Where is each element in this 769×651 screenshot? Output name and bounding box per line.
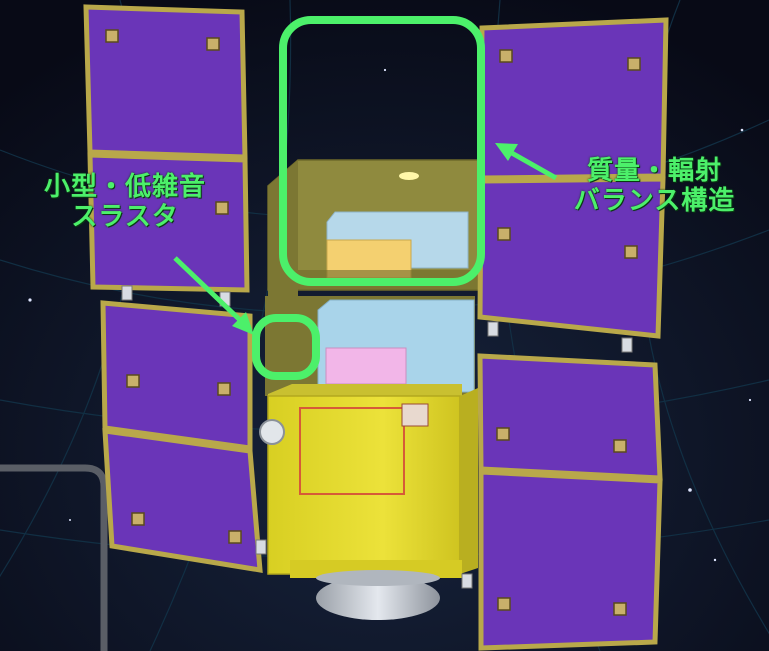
balance-structure-highlight xyxy=(279,16,485,286)
thruster-label-line1: 小型・低雑音 xyxy=(43,172,206,202)
right-panel-mounts xyxy=(496,49,641,616)
bus-body xyxy=(259,296,478,620)
stars xyxy=(28,68,752,562)
radiator-panel xyxy=(299,407,405,495)
balance-structure-arrow xyxy=(495,143,558,181)
balance-structure-label-line2: バランス構造 xyxy=(573,186,736,216)
right-solar-array xyxy=(477,17,669,651)
panel-hinges xyxy=(121,285,633,589)
thruster-highlight xyxy=(252,314,320,380)
frame-bracket xyxy=(0,464,108,651)
balance-structure-label: 質量・輻射 バランス構造 xyxy=(540,156,769,216)
thruster-nozzle xyxy=(259,419,285,445)
left-solar-array xyxy=(83,4,263,573)
upper-module xyxy=(267,159,481,300)
balance-structure-label-line1: 質量・輻射 xyxy=(586,156,722,186)
thruster-label: 小型・低雑音 スラスタ xyxy=(10,172,240,232)
thruster-arrow xyxy=(173,256,254,335)
thruster-label-line2: スラスタ xyxy=(71,202,179,232)
left-panel-mounts xyxy=(105,29,242,544)
